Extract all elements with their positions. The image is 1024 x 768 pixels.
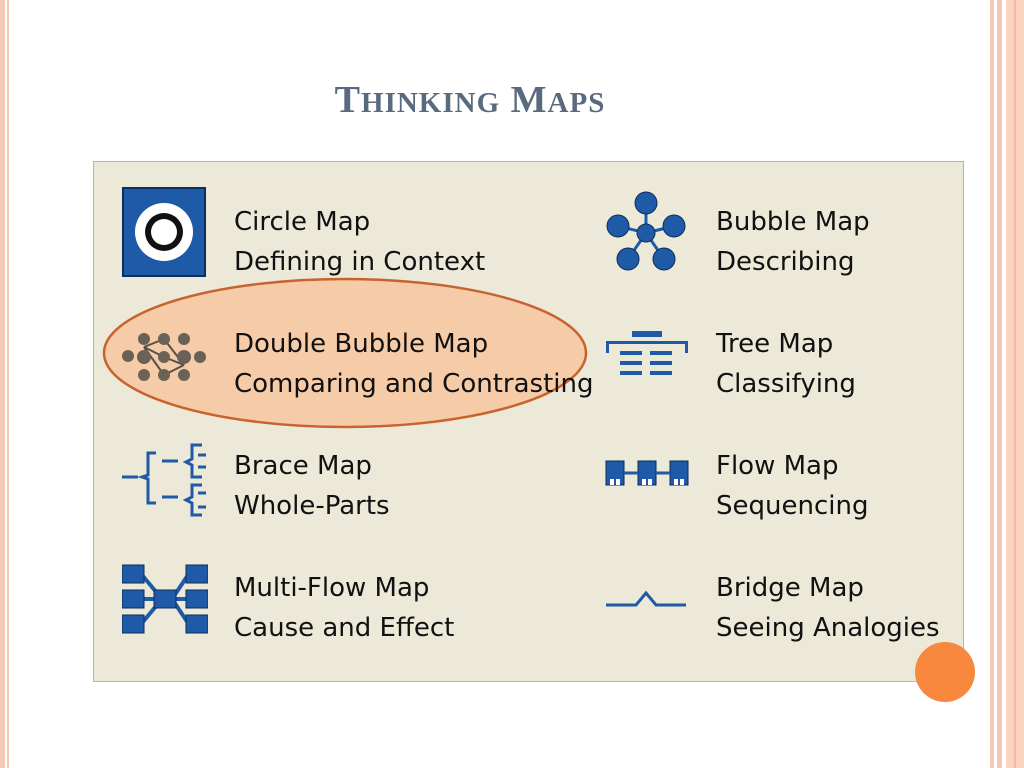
multi-flow-map-icon [122, 564, 208, 634]
map-item-bubble: Bubble Map Describing [604, 187, 1004, 277]
tree-map-icon [606, 331, 688, 375]
map-purpose: Seeing Analogies [716, 613, 940, 643]
map-item-bridge: Bridge Map Seeing Analogies [604, 553, 1004, 643]
right-decor-stripe [990, 0, 994, 768]
flow-map-icon [605, 460, 689, 486]
double-bubble-map-icon [122, 333, 206, 381]
brace-map-icon [122, 443, 206, 517]
right-decor-stripe [997, 0, 1002, 768]
left-decor-stripe-thin [7, 0, 9, 768]
map-item-circle: Circle Map Defining in Context [122, 187, 522, 277]
bubble-map-icon [606, 191, 686, 271]
map-name: Brace Map [234, 451, 372, 481]
map-purpose: Defining in Context [234, 247, 486, 277]
map-item-flow: Flow Map Sequencing [604, 431, 1004, 521]
map-purpose: Cause and Effect [234, 613, 455, 643]
map-name: Flow Map [716, 451, 839, 481]
left-decor-stripe [0, 0, 5, 768]
map-name: Circle Map [234, 207, 371, 237]
bridge-map-icon [606, 590, 686, 607]
map-purpose: Classifying [716, 369, 856, 399]
map-purpose: Whole-Parts [234, 491, 390, 521]
right-decor-line [1014, 0, 1016, 768]
map-item-multi-flow: Multi-Flow Map Cause and Effect [122, 553, 522, 643]
map-name: Bridge Map [716, 573, 864, 603]
map-purpose: Comparing and Contrasting [234, 369, 594, 399]
map-name: Tree Map [716, 329, 834, 359]
map-name: Multi-Flow Map [234, 573, 430, 603]
circle-map-icon [122, 187, 206, 277]
slide-title: THINKING MAPS [334, 79, 606, 121]
map-purpose: Sequencing [716, 491, 869, 521]
decorative-orange-circle [915, 642, 975, 702]
map-item-brace: Brace Map Whole-Parts [122, 431, 522, 521]
map-name: Double Bubble Map [234, 329, 489, 359]
map-item-double-bubble: Double Bubble Map Comparing and Contrast… [122, 309, 593, 399]
map-item-tree: Tree Map Classifying [604, 309, 1004, 399]
map-purpose: Describing [716, 247, 855, 277]
map-name: Bubble Map [716, 207, 870, 237]
thinking-maps-panel [93, 161, 964, 682]
highlight-ellipse [102, 277, 588, 429]
